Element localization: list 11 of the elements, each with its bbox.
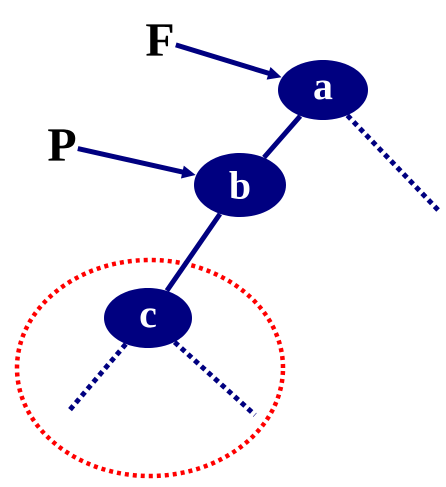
force-label: P [48,129,76,161]
dotted-branch [172,340,257,417]
tree-edge [262,114,302,160]
dotted-ring [14,258,286,478]
tree-edge [164,212,222,292]
dotted-branch [66,342,128,414]
tree-node: b [194,153,286,217]
tree-node: a [278,60,368,120]
dotted-branch [346,114,442,214]
force-label: F [146,24,172,56]
tree-node: c [104,288,192,348]
